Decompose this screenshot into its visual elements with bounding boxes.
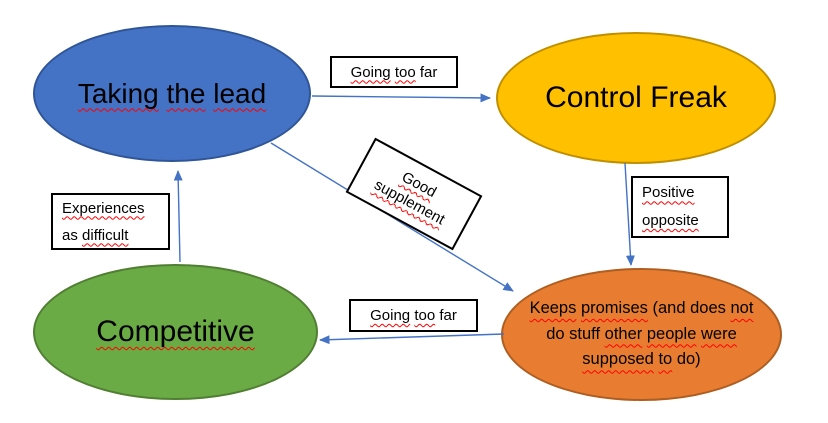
edge-label-going-too-far-top-text: Going too far bbox=[350, 63, 438, 81]
node-competitive[interactable]: Competitive bbox=[33, 264, 318, 400]
edge-label-experiences-as-difficult-text: Experiences as difficult bbox=[62, 199, 145, 244]
edge-label-going-too-far-top[interactable]: Going too far bbox=[330, 56, 458, 88]
node-taking-the-lead-label: Taking the lead bbox=[77, 77, 267, 109]
edge-label-experiences-as-difficult[interactable]: Experiences as difficult bbox=[51, 193, 170, 250]
arrow-keeps-to-competitive[interactable] bbox=[319, 333, 505, 345]
edge-label-going-too-far-bottom[interactable]: Going too far bbox=[349, 299, 478, 332]
node-keeps-promises[interactable]: Keeps promises (and does not do stuff ot… bbox=[501, 268, 782, 401]
node-control-freak[interactable]: Control Freak bbox=[496, 32, 776, 164]
arrow-control-to-keeps[interactable] bbox=[624, 162, 635, 266]
node-competitive-label: Competitive bbox=[96, 315, 255, 348]
arrow-competitive-to-taking[interactable] bbox=[173, 170, 183, 263]
node-taking-the-lead[interactable]: Taking the lead bbox=[33, 25, 311, 162]
edge-label-positive-opposite-text: Positive opposite bbox=[642, 184, 699, 229]
node-keeps-promises-label: Keeps promises (and does not do stuff ot… bbox=[529, 299, 754, 369]
arrow-taking-to-control[interactable] bbox=[311, 93, 491, 103]
edge-label-positive-opposite[interactable]: Positive opposite bbox=[631, 176, 729, 238]
edge-label-going-too-far-bottom-text: Going too far bbox=[370, 307, 457, 324]
node-control-freak-label: Control Freak bbox=[545, 81, 727, 114]
